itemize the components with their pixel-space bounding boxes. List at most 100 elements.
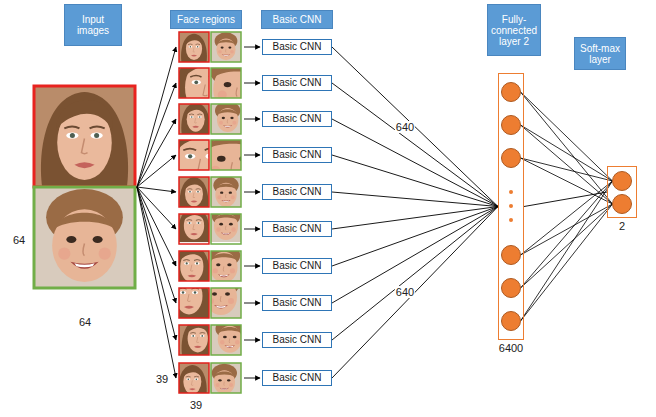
process-box: Basic CNN [262, 370, 332, 386]
crop-frame [179, 68, 209, 98]
face-crop [176, 363, 209, 396]
connector-line [332, 83, 498, 207]
face-crop [211, 101, 244, 134]
neuron [502, 312, 521, 331]
face-crop [211, 318, 249, 356]
neuron [502, 149, 521, 168]
face-crop [164, 268, 214, 318]
feed-arrow [244, 378, 260, 379]
face-crop [196, 268, 246, 318]
feed-arrow [244, 83, 260, 84]
crop-frame [211, 104, 241, 134]
photo-frame-green [34, 187, 135, 288]
box-label: Basic CNN [273, 186, 322, 198]
stage-header: Basic CNN [261, 10, 333, 29]
fan-arrow [137, 47, 176, 187]
process-box: Basic CNN [262, 295, 332, 311]
fan-arrow [137, 187, 176, 192]
crop-frame [211, 177, 241, 207]
box-label: Basic CNN [273, 260, 322, 272]
stage-header: Fully-connected layer 2 [487, 4, 541, 56]
stage-title: Face regions [177, 14, 235, 25]
neuron [502, 116, 521, 135]
process-box: Basic CNN [262, 221, 332, 237]
connector-line [332, 155, 498, 207]
neuron-link [521, 204, 613, 321]
dimension-label: 640 [395, 286, 415, 298]
box-label: Basic CNN [273, 77, 322, 89]
feed-arrow [244, 340, 260, 341]
dimension-label: 6400 [499, 342, 523, 354]
crop-frame [179, 104, 209, 134]
ellipsis-dot [509, 204, 513, 208]
fan-arrow [137, 187, 176, 378]
connector-line [332, 207, 498, 379]
fan-arrow [137, 187, 176, 303]
box-label: Basic CNN [273, 334, 322, 346]
photo-frame-red [34, 86, 135, 187]
fan-arrow [137, 187, 176, 229]
connector-line [332, 47, 498, 207]
fan-arrow [137, 187, 176, 266]
process-box: Basic CNN [262, 147, 332, 163]
ellipsis-dot [509, 190, 513, 194]
neuron [613, 195, 632, 214]
feed-arrow [244, 266, 260, 267]
neuron-link [521, 158, 613, 181]
crop-frame [179, 177, 209, 207]
layer-box: 6400 [498, 73, 524, 340]
fan-arrow [137, 187, 176, 340]
input-images [34, 86, 135, 288]
face-crop [179, 101, 212, 134]
dimension-label: 39 [189, 399, 203, 411]
crop-frame [179, 325, 209, 355]
softmax-neurons [613, 172, 632, 214]
neuron-link [521, 181, 613, 255]
neuron-link [521, 204, 613, 288]
feed-arrow [244, 155, 260, 156]
dimension-label: 39 [155, 373, 169, 385]
face-crop [209, 175, 242, 208]
crop-frame [211, 325, 241, 355]
feed-arrow [244, 229, 260, 230]
stage-title: Fully-connected layer 2 [491, 14, 537, 47]
neuron-link [521, 181, 613, 321]
face-crop [175, 205, 213, 243]
crop-frame [211, 214, 241, 244]
crop-frame [179, 140, 209, 170]
connector-line [332, 119, 498, 207]
box-label: Basic CNN [273, 372, 322, 384]
box-label: Basic CNN [273, 149, 322, 161]
connector-line [332, 207, 498, 267]
box-label: Basic CNN [273, 41, 322, 53]
process-box: Basic CNN [262, 39, 332, 55]
fc-neurons [502, 83, 521, 331]
process-box: Basic CNN [262, 258, 332, 274]
stage-title: Basic CNN [273, 14, 322, 25]
face-crop [179, 32, 209, 62]
process-box: Basic CNN [262, 332, 332, 348]
connector-line [332, 207, 498, 341]
crop-frame [179, 288, 209, 318]
dimension-label: 64 [78, 316, 92, 328]
neuron-link [521, 204, 613, 255]
stage-header: Input images [64, 4, 122, 46]
process-box: Basic CNN [262, 184, 332, 200]
box-label: Basic CNN [273, 113, 322, 125]
process-box: Basic CNN [262, 75, 332, 91]
crop-frame [211, 68, 241, 98]
neuron [502, 83, 521, 102]
fan-arrow [137, 83, 176, 187]
face-region-crops [158, 32, 276, 396]
input-photo-child [34, 187, 135, 288]
dimension-label: 64 [12, 234, 26, 246]
face-crop [208, 363, 241, 396]
neuron-link [521, 92, 613, 204]
stage-title: Soft-max layer [578, 43, 622, 65]
crop-frame [179, 32, 209, 62]
dimension-label: 640 [395, 121, 415, 133]
crop-frame [179, 214, 209, 244]
feed-arrow [244, 47, 260, 48]
